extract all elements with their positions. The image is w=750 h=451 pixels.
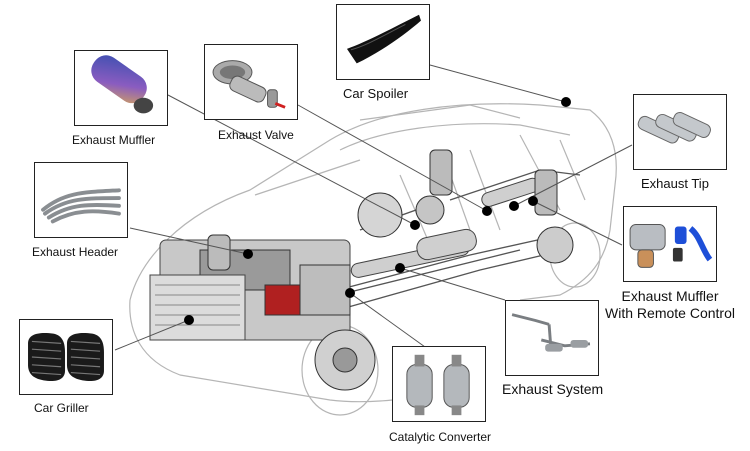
exhaust-muffler-remote-label: Exhaust Muffler With Remote Control: [602, 288, 738, 322]
exhaust-pipes: [350, 177, 541, 278]
exhaust-system-icon: [511, 313, 591, 352]
griller-marker: [184, 315, 194, 325]
catalytic-converter-image: [392, 346, 486, 422]
spoiler-icon: [346, 14, 421, 64]
exhaust-tip-label: Exhaust Tip: [641, 176, 709, 191]
catalytic-converter-label: Catalytic Converter: [389, 430, 492, 444]
muffler-marker: [410, 220, 420, 230]
system-marker: [395, 263, 405, 273]
remote-muffler-icon: [629, 224, 713, 268]
spoiler-marker: [561, 97, 571, 107]
exhaust-system-image: [505, 300, 599, 376]
converter-icon: [406, 354, 470, 416]
car-griller-label: Car Griller: [34, 401, 89, 415]
header-icon: [41, 188, 121, 224]
converter-marker: [345, 288, 355, 298]
remote-muffler-marker: [528, 196, 538, 206]
exhaust-valve-image: [204, 44, 298, 120]
valve-marker: [482, 206, 492, 216]
exhaust-tip-image: [633, 94, 727, 170]
exhaust-header-label: Exhaust Header: [32, 245, 119, 259]
header-marker: [243, 249, 253, 259]
remote-label-line1: Exhaust Muffler: [621, 288, 719, 304]
suspension-parts: [207, 149, 574, 391]
remote-label-line2: With Remote Control: [605, 304, 735, 321]
tip-icon: [637, 112, 711, 144]
exhaust-muffler-label: Exhaust Muffler: [72, 133, 156, 147]
exhaust-muffler-image: [74, 50, 168, 126]
valve-icon: [212, 60, 286, 109]
exhaust-muffler-remote-image: [623, 206, 717, 282]
exhaust-header-image: [34, 162, 128, 238]
exhaust-valve-label: Exhaust Valve: [218, 128, 294, 142]
griller-icon: [28, 332, 104, 382]
car-body-outline: [129, 103, 617, 416]
car-griller-image: [19, 319, 113, 395]
tip-marker: [509, 201, 519, 211]
muffler-icon: [91, 55, 154, 114]
car-spoiler-label: Car Spoiler: [343, 86, 409, 101]
exhaust-system-label: Exhaust System: [502, 381, 604, 397]
car-spoiler-image: [336, 4, 430, 80]
